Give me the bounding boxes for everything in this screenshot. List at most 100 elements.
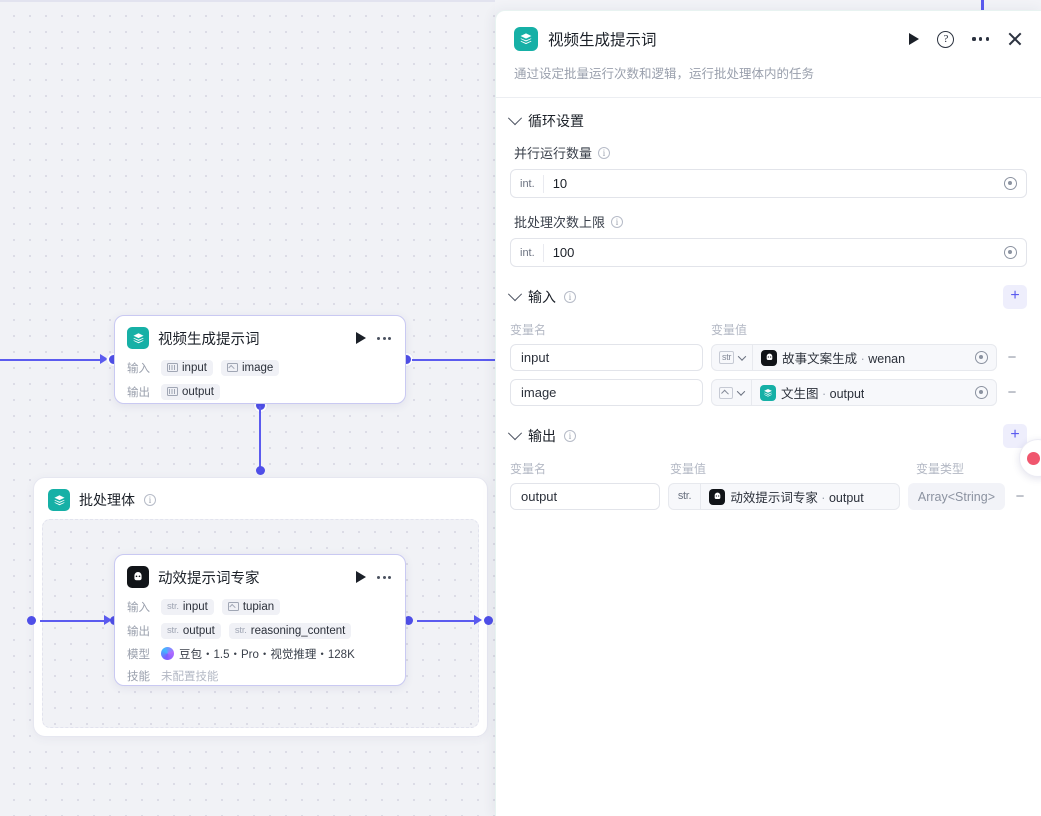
type-selector[interactable]: str xyxy=(712,345,754,370)
run-icon[interactable] xyxy=(356,571,366,583)
chevron-down-icon xyxy=(737,351,747,361)
close-icon[interactable] xyxy=(1007,31,1023,47)
ref-node: 动效提示词专家 xyxy=(730,491,818,505)
column-header-name: 变量名 xyxy=(510,323,547,337)
array-icon xyxy=(167,363,178,372)
agent-icon xyxy=(709,488,726,505)
port-tag[interactable]: tupian xyxy=(221,598,281,615)
floating-indicator[interactable] xyxy=(1019,439,1041,477)
row-label: 输出 xyxy=(127,386,150,399)
run-icon[interactable] xyxy=(909,33,920,45)
remove-row-button[interactable]: − xyxy=(1015,487,1025,505)
node2-output-port[interactable] xyxy=(404,616,413,625)
parallel-count-input[interactable]: int. 10 xyxy=(510,169,1027,198)
field-label-parallel: 并行运行数量 i xyxy=(514,143,1027,162)
ref-field: wenan xyxy=(868,352,906,366)
port-tag[interactable]: str.output xyxy=(161,622,221,639)
variable-picker-icon[interactable] xyxy=(975,351,988,364)
variable-picker-icon[interactable] xyxy=(1004,177,1017,190)
more-icon[interactable] xyxy=(377,336,391,340)
layers-icon xyxy=(127,327,149,349)
section-loop-settings-header[interactable]: 循环设置 xyxy=(507,111,1027,131)
type-badge: str. xyxy=(677,490,692,502)
tag-name: input xyxy=(182,600,208,613)
variable-value-field[interactable]: 文生图 · output xyxy=(711,379,997,406)
info-icon[interactable]: i xyxy=(611,215,624,228)
more-icon[interactable] xyxy=(972,37,989,41)
chevron-down-icon[interactable] xyxy=(507,287,523,302)
row-label: 输入 xyxy=(127,601,150,614)
batch-top-port[interactable] xyxy=(256,466,265,475)
type-badge: int. xyxy=(511,243,544,262)
output-columns: 变量名 变量值 变量类型 xyxy=(510,460,1027,477)
batch-header: 批处理体 i xyxy=(34,478,487,519)
input-value[interactable]: 100 xyxy=(552,245,575,260)
edge-node1-to-batch xyxy=(259,406,261,470)
column-header-type: 变量类型 xyxy=(916,462,965,476)
section-title: 输出 xyxy=(528,428,556,444)
node-input-row: 输入 input image xyxy=(127,358,393,377)
type-badge: str xyxy=(719,351,735,364)
layers-icon xyxy=(48,489,70,511)
variable-name-input[interactable]: output xyxy=(510,483,660,510)
variable-reference: 文生图 · output xyxy=(752,383,975,402)
node-header: 动效提示词专家 xyxy=(115,555,405,597)
variable-picker-icon[interactable] xyxy=(975,386,988,399)
section-output-header[interactable]: 输出 i + xyxy=(507,424,1027,448)
info-icon[interactable]: i xyxy=(564,291,576,303)
panel-subtitle: 通过设定批量运行次数和逻辑，运行批处理体内的任务 xyxy=(514,67,815,81)
info-icon[interactable]: i xyxy=(144,494,156,506)
tag-name: output xyxy=(182,385,214,398)
edge-arrow-node2-out xyxy=(474,615,482,625)
node-motion-prompt-expert[interactable]: 动效提示词专家 输入 str.input tupian 输出 str.outpu… xyxy=(114,554,406,686)
image-type-icon xyxy=(719,386,733,399)
type-selector[interactable] xyxy=(712,380,752,405)
batch-right-port[interactable] xyxy=(484,616,493,625)
edge-into-node2 xyxy=(40,620,108,622)
variable-value-field[interactable]: str 故事文案生成 · wenan xyxy=(711,344,997,371)
ref-sep: · xyxy=(818,387,830,401)
panel-header-top: 视频生成提示词 ? xyxy=(514,27,1023,51)
section-input-header[interactable]: 输入 i + xyxy=(507,285,1027,309)
variable-picker-icon[interactable] xyxy=(1004,246,1017,259)
skill-value: 未配置技能 xyxy=(161,670,219,683)
info-icon[interactable]: i xyxy=(598,146,611,159)
remove-row-button[interactable]: − xyxy=(1007,383,1017,401)
run-icon[interactable] xyxy=(356,332,366,344)
node-video-prompt[interactable]: 视频生成提示词 输入 input image 输出 output xyxy=(114,315,406,404)
add-output-button[interactable]: + xyxy=(1003,424,1027,448)
variable-name-input[interactable]: image xyxy=(510,379,703,406)
input-value[interactable]: 10 xyxy=(552,176,568,191)
add-input-button[interactable]: + xyxy=(1003,285,1027,309)
tag-name: reasoning_content xyxy=(250,624,346,637)
layers-icon xyxy=(514,27,538,51)
port-tag[interactable]: image xyxy=(220,359,280,376)
type-badge: str. xyxy=(167,625,179,636)
model-value: 豆包・1.5・Pro・视觉推理・128K xyxy=(161,646,355,662)
port-tag[interactable]: input xyxy=(161,359,213,376)
chevron-down-icon[interactable] xyxy=(507,111,523,126)
node-body: 输入 str.input tupian 输出 str.output str.re… xyxy=(115,597,405,700)
help-icon[interactable]: ? xyxy=(937,30,955,48)
variable-value-field[interactable]: str. 动效提示词专家 · output xyxy=(667,483,900,510)
port-tag[interactable]: output xyxy=(161,383,220,400)
tag-name: input xyxy=(182,361,207,374)
edge-arrow-node2-in xyxy=(104,615,112,625)
node-header: 视频生成提示词 xyxy=(115,316,405,358)
row-label: 模型 xyxy=(127,648,150,661)
edge-out-node1 xyxy=(412,359,495,361)
node-output-row: 输出 output xyxy=(127,382,393,401)
info-icon[interactable]: i xyxy=(564,430,576,442)
node2-left-outer-port[interactable] xyxy=(27,616,36,625)
remove-row-button[interactable]: − xyxy=(1007,348,1017,366)
tag-name: output xyxy=(182,624,215,637)
workflow-canvas[interactable]: 批处理体 i 视频生成提示词 输入 input i xyxy=(0,0,495,816)
variable-reference: 故事文案生成 · wenan xyxy=(753,348,975,367)
batch-limit-input[interactable]: int. 100 xyxy=(510,238,1027,267)
chevron-down-icon[interactable] xyxy=(507,426,523,441)
port-tag[interactable]: str.reasoning_content xyxy=(228,622,352,639)
more-icon[interactable] xyxy=(377,575,391,579)
port-tag[interactable]: str.input xyxy=(161,598,214,615)
variable-name-input[interactable]: input xyxy=(510,344,703,371)
